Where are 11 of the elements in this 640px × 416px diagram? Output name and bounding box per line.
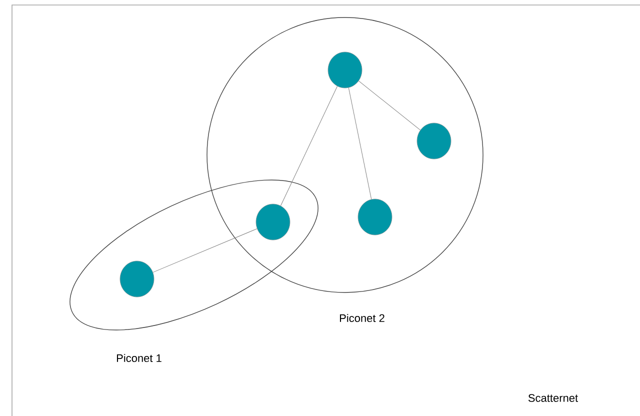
link-line [348,88,372,200]
device-node [416,122,452,160]
link-line [358,80,421,130]
device-node [120,260,154,298]
link-line [152,228,258,273]
node-label: Piconet 1 [116,354,162,362]
link-line [280,86,338,206]
device-node [328,52,362,88]
device-node [256,204,290,240]
device-node [358,198,392,236]
node-label: Piconet 2 [340,314,384,322]
